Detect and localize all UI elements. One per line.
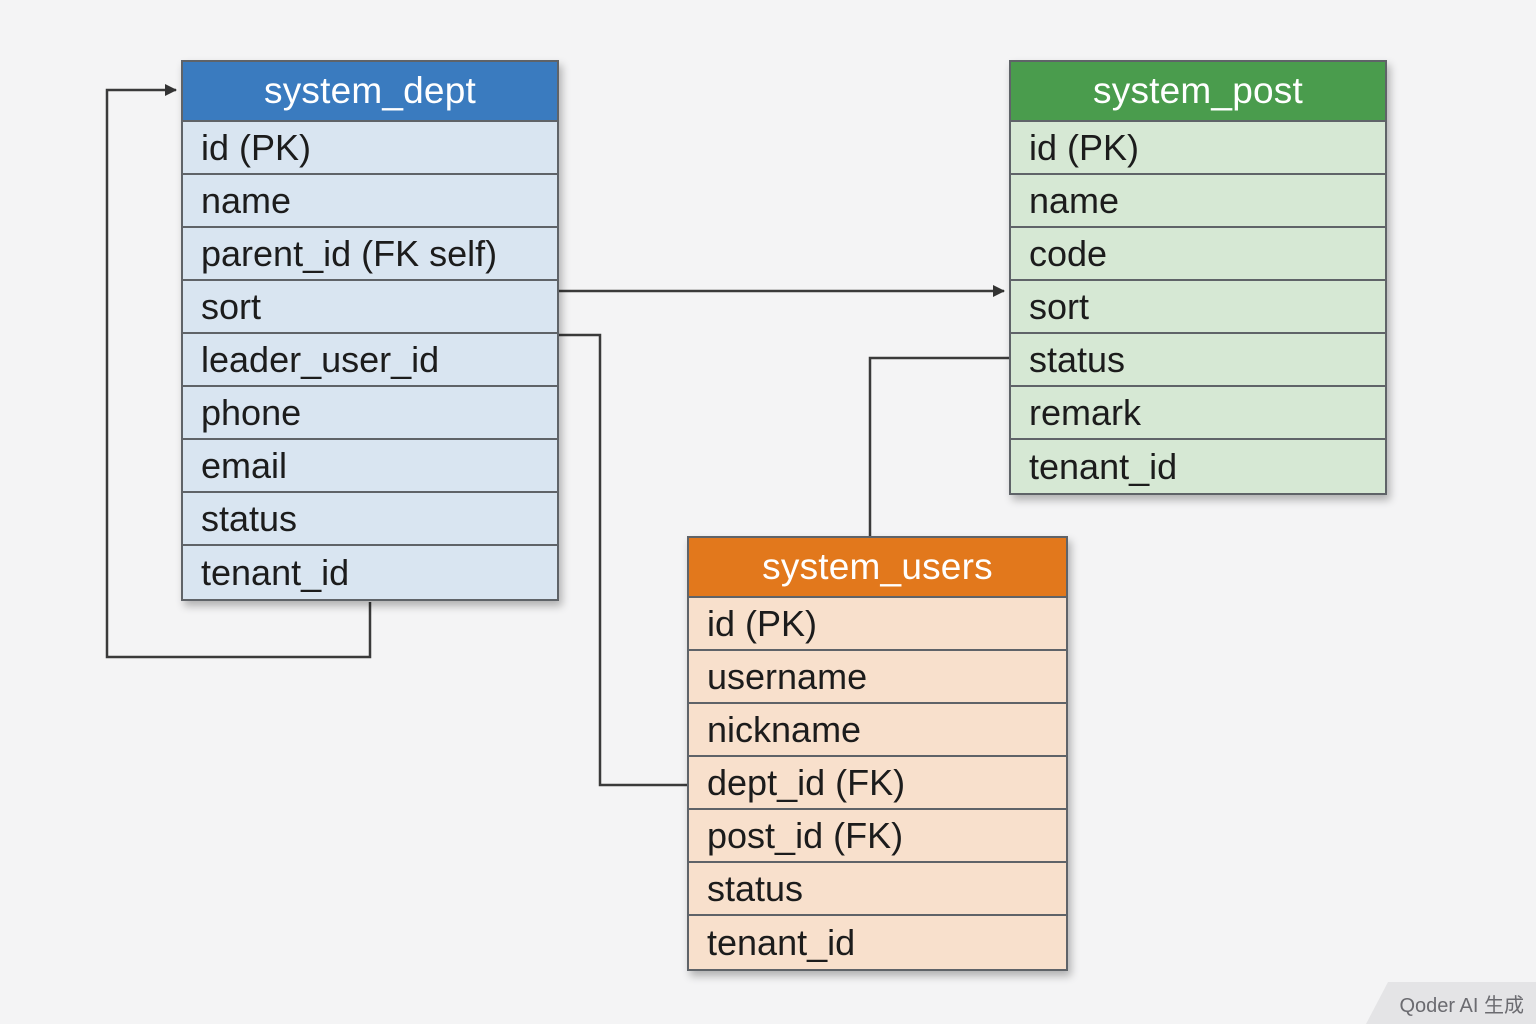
entity-title: system_post [1011,62,1385,122]
field-row: status [1011,334,1385,387]
field-row: parent_id (FK self) [183,228,557,281]
field-row: name [1011,175,1385,228]
field-row: remark [1011,387,1385,440]
field-row: id (PK) [1011,122,1385,175]
field-row: sort [183,281,557,334]
post-to-users-connector [868,356,1009,536]
field-row: username [689,651,1066,704]
dept-to-users-connector [559,333,687,787]
field-row: code [1011,228,1385,281]
field-row: id (PK) [689,598,1066,651]
entity-title: system_dept [183,62,557,122]
field-row: status [689,863,1066,916]
field-row: email [183,440,557,493]
field-row: tenant_id [1011,440,1385,493]
field-row: tenant_id [689,916,1066,969]
field-row: sort [1011,281,1385,334]
watermark-badge: Qoder AI 生成 [1366,982,1536,1024]
entity-system-dept[interactable]: system_dept id (PK) name parent_id (FK s… [181,60,559,601]
field-row: name [183,175,557,228]
field-row: nickname [689,704,1066,757]
field-row: phone [183,387,557,440]
entity-system-post[interactable]: system_post id (PK) name code sort statu… [1009,60,1387,495]
entity-system-users[interactable]: system_users id (PK) username nickname d… [687,536,1068,971]
field-row: status [183,493,557,546]
field-row: id (PK) [183,122,557,175]
field-row: dept_id (FK) [689,757,1066,810]
entity-title: system_users [689,538,1066,598]
field-row: post_id (FK) [689,810,1066,863]
field-row: leader_user_id [183,334,557,387]
field-row: tenant_id [183,546,557,599]
